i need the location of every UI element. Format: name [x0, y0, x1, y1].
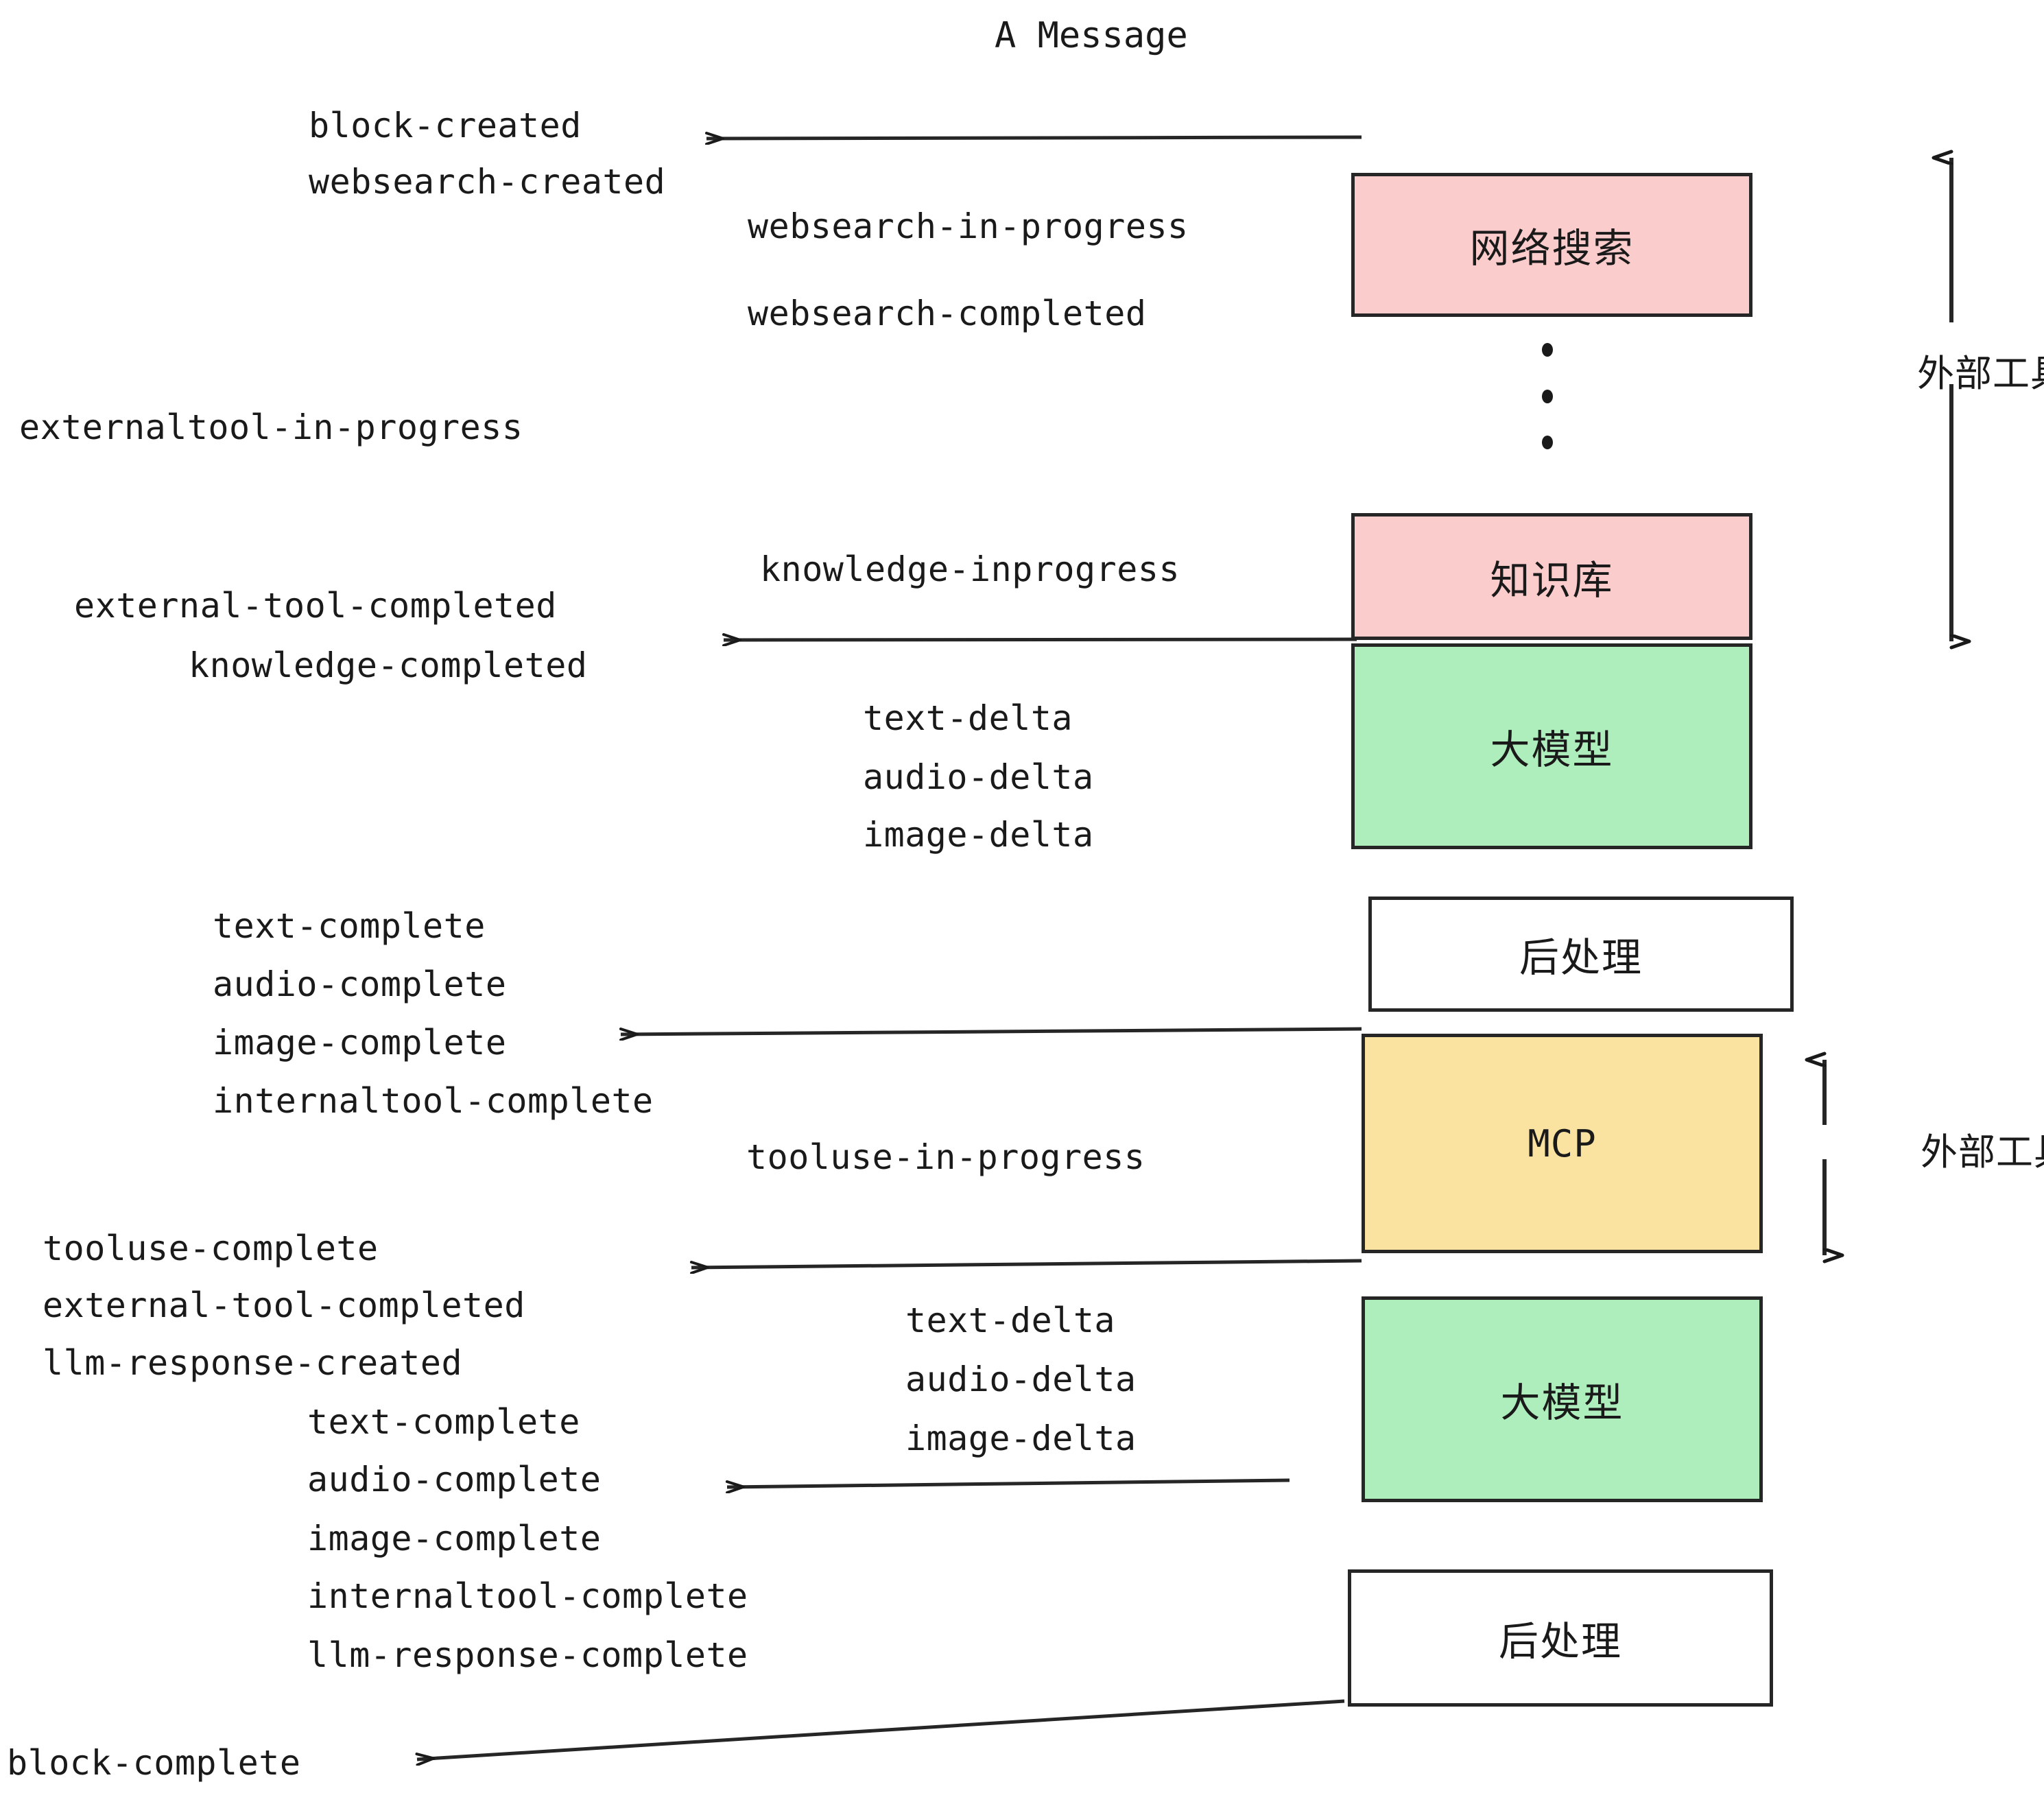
- event-label-text-delta: text-delta: [905, 1301, 1116, 1340]
- event-label-internaltool-complete: internaltool-complete: [213, 1081, 654, 1121]
- event-label-llm-response-complete: llm-response-complete: [307, 1635, 748, 1675]
- event-label-llm-response-created: llm-response-created: [43, 1343, 463, 1383]
- event-label-websearch-in-progress: websearch-in-progress: [748, 206, 1189, 246]
- process-box-mcp: MCP: [1362, 1034, 1763, 1253]
- event-label-image-delta: image-delta: [905, 1419, 1137, 1458]
- ellipsis-dot: [1542, 343, 1553, 357]
- event-label-block-complete: block-complete: [7, 1743, 301, 1783]
- process-box-label: MCP: [1528, 1121, 1597, 1165]
- event-label-image-complete: image-complete: [213, 1023, 507, 1063]
- event-label-block-created: block-created: [309, 106, 582, 145]
- event-label-text-delta: text-delta: [863, 698, 1073, 738]
- event-label-internaltool-complete: internaltool-complete: [307, 1576, 748, 1616]
- event-label-websearch-completed: websearch-completed: [748, 294, 1147, 333]
- process-box-label: 网络搜索: [1469, 225, 1635, 272]
- tooluse-done-arrow: [691, 1259, 1362, 1268]
- process-box-label: 后处理: [1498, 1618, 1622, 1665]
- image-complete-arrow: [621, 1027, 1362, 1034]
- block-created-arrow: [706, 137, 1362, 139]
- process-box-websearch: 网络搜索: [1351, 173, 1752, 317]
- external-tool-annotation: 外部工具: [1917, 352, 2044, 395]
- event-label-tooluse-in-progress: tooluse-in-progress: [746, 1137, 1145, 1177]
- event-label-audio-delta: audio-delta: [863, 757, 1094, 797]
- event-label-external-tool-completed: external-tool-completed: [43, 1285, 525, 1325]
- event-label-audio-complete: audio-complete: [213, 964, 507, 1004]
- event-label-audio-complete: audio-complete: [307, 1460, 602, 1499]
- vertical-ellipsis-icon: [1542, 343, 1553, 449]
- process-box-label: 大模型: [1490, 726, 1614, 773]
- knowledge-done-arrow: [724, 639, 1357, 640]
- process-box-label: 后处理: [1519, 934, 1643, 981]
- process-box-postprocess-second: 后处理: [1348, 1569, 1773, 1707]
- event-label-text-complete: text-complete: [307, 1402, 580, 1442]
- process-box-llm-second: 大模型: [1362, 1296, 1763, 1502]
- event-label-knowledge-inprogress: knowledge-inprogress: [760, 549, 1180, 589]
- event-label-tooluse-complete: tooluse-complete: [43, 1229, 379, 1268]
- event-label-image-complete: image-complete: [307, 1519, 602, 1558]
- process-box-llm-first: 大模型: [1351, 643, 1752, 849]
- external-tool-annotation: 外部工具: [1921, 1130, 2044, 1174]
- audio-complete-arrow: [727, 1478, 1290, 1487]
- event-label-external-tool-completed: external-tool-completed: [74, 586, 557, 626]
- ellipsis-dot: [1542, 389, 1553, 403]
- ellipsis-dot: [1542, 436, 1553, 449]
- event-label-websearch-created: websearch-created: [309, 162, 666, 202]
- page-title: A Message: [995, 15, 1188, 56]
- event-label-externaltool-in-progress: externaltool-in-progress: [19, 407, 523, 447]
- event-label-knowledge-completed: knowledge-completed: [189, 645, 588, 685]
- process-box-label: 知识库: [1490, 556, 1614, 604]
- event-label-text-complete: text-complete: [213, 906, 486, 946]
- event-label-image-delta: image-delta: [863, 815, 1094, 855]
- block-complete-arrow: [417, 1699, 1345, 1759]
- process-box-label: 大模型: [1500, 1379, 1624, 1426]
- process-box-postprocess-first: 后处理: [1368, 897, 1794, 1012]
- event-label-audio-delta: audio-delta: [905, 1360, 1137, 1399]
- process-box-knowledge: 知识库: [1351, 513, 1752, 640]
